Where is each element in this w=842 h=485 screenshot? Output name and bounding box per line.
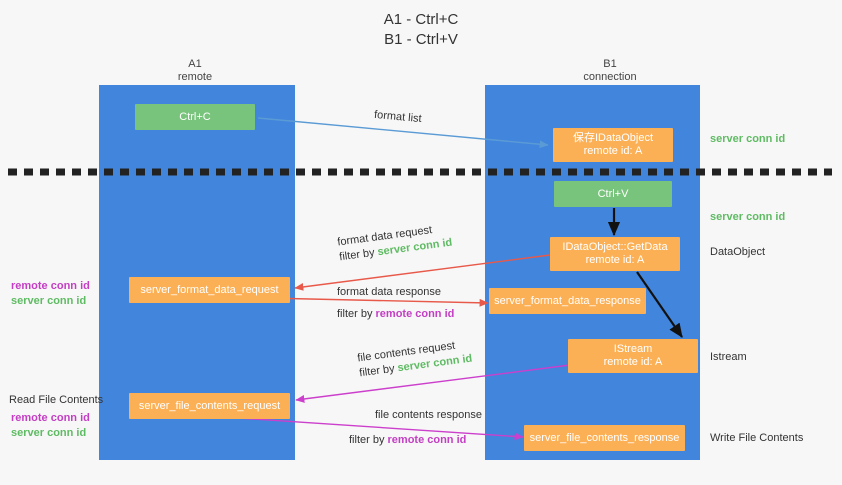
edge-label-file-contents-request: file contents request filter by server c… bbox=[357, 337, 474, 382]
left-label-remote-conn-id-upper: remote conn id bbox=[11, 280, 90, 292]
node-istream[interactable]: IStream remote id: A bbox=[568, 339, 698, 373]
left-label-conn-ids-lower: remote conn id server conn id bbox=[11, 411, 90, 441]
node-server-file-contents-request-label: server_file_contents_request bbox=[138, 399, 281, 412]
column-header-b1-name: B1 bbox=[603, 58, 617, 70]
node-save-idataobject-line2: remote id: A bbox=[583, 145, 643, 157]
left-label-remote-conn-id-lower: remote conn id bbox=[11, 412, 90, 424]
left-label-read-file-contents: Read File Contents bbox=[9, 393, 103, 407]
node-save-idataobject[interactable]: 保存IDataObject remote id: A bbox=[553, 128, 673, 162]
edge-label-file-contents-response-text: file contents response bbox=[375, 409, 483, 421]
node-ctrl-c-label: Ctrl+C bbox=[179, 110, 211, 123]
filter-by-prefix: filter by bbox=[358, 362, 399, 380]
edge-label-format-data-request: format data request filter by server con… bbox=[337, 221, 454, 266]
left-label-read-file-contents-text: Read File Contents bbox=[9, 394, 104, 406]
column-header-a1: A1 remote bbox=[115, 58, 275, 84]
right-label-server-conn-id-second-text: server conn id bbox=[710, 211, 786, 223]
node-istream-line2: remote id: A bbox=[603, 356, 663, 368]
node-server-format-data-request[interactable]: server_format_data_request bbox=[129, 277, 290, 303]
node-save-idataobject-line1: 保存IDataObject bbox=[572, 132, 654, 144]
node-server-format-data-response[interactable]: server_format_data_response bbox=[489, 288, 646, 314]
remote-conn-id-key: remote conn id bbox=[387, 434, 467, 446]
left-label-server-conn-id-lower: server conn id bbox=[11, 427, 87, 439]
left-label-server-conn-id-upper: server conn id bbox=[11, 295, 87, 307]
right-label-server-conn-id-top: server conn id bbox=[710, 132, 785, 146]
node-idataobject-getdata[interactable]: IDataObject::GetData remote id: A bbox=[550, 237, 680, 271]
right-label-write-file-contents-text: Write File Contents bbox=[710, 432, 804, 444]
filter-by-prefix: filter by bbox=[337, 308, 376, 320]
column-header-a1-name: A1 bbox=[188, 58, 202, 70]
node-server-file-contents-request[interactable]: server_file_contents_request bbox=[129, 393, 290, 419]
right-label-server-conn-id-second: server conn id bbox=[710, 210, 785, 224]
node-server-file-contents-response-label: server_file_contents_response bbox=[529, 431, 680, 444]
node-idataobject-getdata-line2: remote id: A bbox=[585, 254, 645, 266]
right-label-dataobject-text: DataObject bbox=[710, 246, 766, 258]
column-header-b1: B1 connection bbox=[530, 58, 690, 84]
node-server-format-data-response-label: server_format_data_response bbox=[494, 294, 641, 307]
edge-label-format-list: format list bbox=[373, 108, 423, 126]
edge-label-file-contents-response-filter: filter by remote conn id bbox=[349, 433, 482, 448]
filter-by-prefix: filter by bbox=[338, 246, 379, 264]
node-server-file-contents-response[interactable]: server_file_contents_response bbox=[524, 425, 685, 451]
left-label-conn-ids-upper: remote conn id server conn id bbox=[11, 279, 90, 309]
right-label-server-conn-id-top-text: server conn id bbox=[710, 133, 786, 145]
diagram-title: A1 - Ctrl+C B1 - Ctrl+V bbox=[383, 11, 459, 48]
right-label-istream: Istream bbox=[710, 350, 747, 364]
node-ctrl-c[interactable]: Ctrl+C bbox=[135, 104, 255, 130]
remote-conn-id-key: remote conn id bbox=[375, 308, 455, 320]
node-server-format-data-request-label: server_format_data_request bbox=[140, 283, 279, 296]
node-istream-line1: IStream bbox=[613, 343, 653, 355]
filter-by-prefix: filter by bbox=[349, 434, 388, 446]
right-label-dataobject: DataObject bbox=[710, 245, 765, 259]
node-idataobject-getdata-line1: IDataObject::GetData bbox=[562, 241, 668, 253]
column-header-a1-sub: remote bbox=[177, 71, 213, 83]
edge-label-format-list-text: format list bbox=[373, 108, 423, 126]
edge-label-format-data-response-filter: filter by remote conn id bbox=[337, 307, 454, 322]
edge-label-file-contents-response: file contents response filter by remote … bbox=[349, 408, 482, 448]
edge-label-format-data-response-text: format data response bbox=[337, 286, 441, 298]
right-label-write-file-contents: Write File Contents bbox=[710, 431, 803, 445]
node-ctrl-v[interactable]: Ctrl+V bbox=[554, 181, 672, 207]
column-header-b1-sub: connection bbox=[583, 71, 637, 83]
right-label-istream-text: Istream bbox=[710, 351, 747, 363]
edge-label-format-data-response: format data response filter by remote co… bbox=[337, 285, 454, 322]
node-ctrl-v-label: Ctrl+V bbox=[597, 187, 629, 200]
